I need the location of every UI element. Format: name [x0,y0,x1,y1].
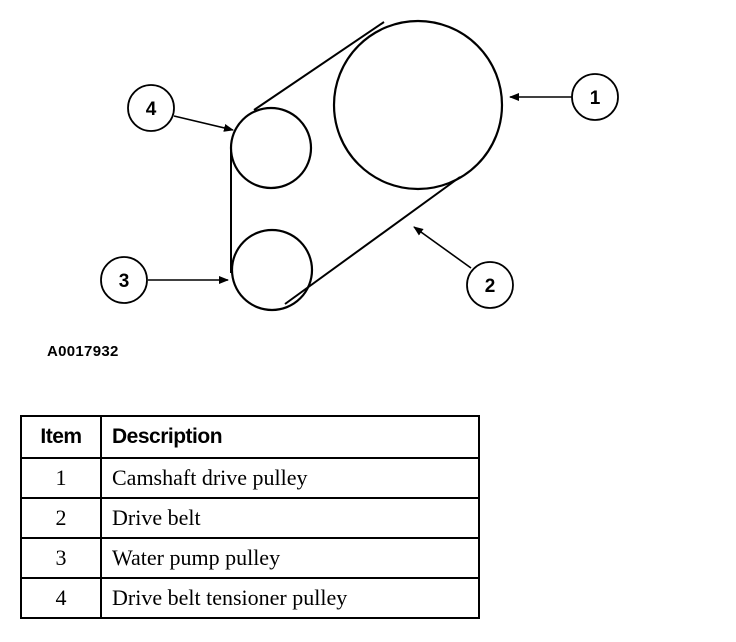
callout-4-label: 4 [146,99,157,120]
legend-item-description: Drive belt [100,497,480,539]
legend-header-item: Item [20,415,102,459]
legend-item-description: Drive belt tensioner pulley [100,577,480,619]
camshaft-drive-pulley [332,19,504,191]
drive-belt-bottom-segment [284,176,461,305]
callout-1: 1 [509,73,619,121]
legend-table: Item Description 1 Camshaft drive pulley… [20,415,480,619]
legend-item-number: 2 [20,497,102,539]
callout-1-label: 1 [590,88,601,109]
table-row: 2 Drive belt [20,497,480,539]
table-row: 1 Camshaft drive pulley [20,457,480,499]
callout-2-label: 2 [485,276,496,297]
legend-item-number: 1 [20,457,102,499]
callout-4: 4 [127,84,234,132]
table-row: 3 Water pump pulley [20,537,480,579]
callout-2: 2 [413,226,514,309]
legend-header-description: Description [100,415,480,459]
drive-belt-top-segment [253,21,385,111]
legend-item-number: 3 [20,537,102,579]
callout-1-circle [571,73,619,121]
water-pump-pulley [230,228,314,312]
callout-3-circle [100,256,148,304]
callout-3-label: 3 [119,271,130,292]
drive-belt-tensioner-pulley [229,106,313,190]
legend-item-description: Water pump pulley [100,537,480,579]
callout-3: 3 [100,256,229,304]
table-row: 4 Drive belt tensioner pulley [20,577,480,619]
drive-belt [230,21,461,305]
callout-2-circle [466,261,514,309]
legend-item-description: Camshaft drive pulley [100,457,480,499]
figure-code: A0017932 [47,343,119,360]
legend-item-number: 4 [20,577,102,619]
callout-2-arrow [413,226,472,269]
callout-4-arrow [173,115,234,132]
legend-header-row: Item Description [20,415,480,459]
drive-belt-diagram: 1 2 3 4 [100,19,619,312]
callout-4-circle [127,84,175,132]
